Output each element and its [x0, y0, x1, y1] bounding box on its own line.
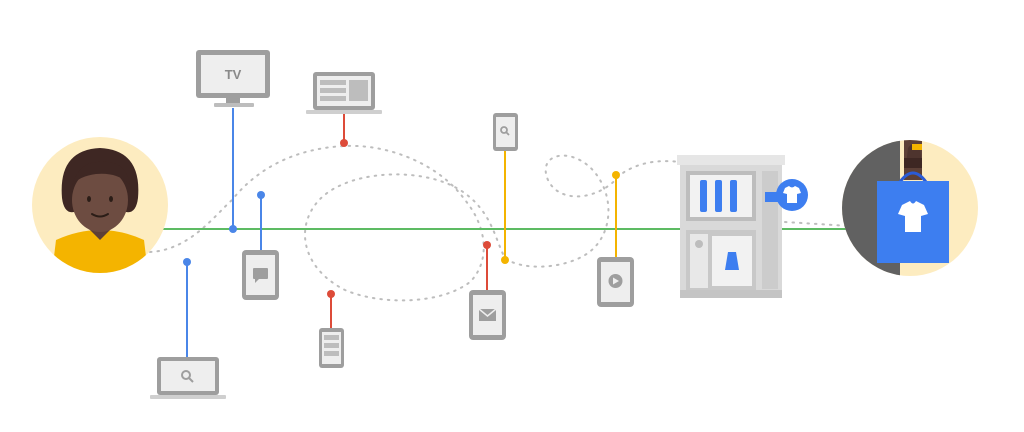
mail-icon	[478, 308, 497, 321]
search-icon	[181, 370, 194, 383]
phone-news-connector-dot	[327, 290, 335, 298]
tablet-chat-connector-dot	[257, 191, 265, 199]
tv-label: TV	[225, 67, 242, 82]
laptop-top-connector-dot	[340, 139, 348, 147]
tablet-video-device	[597, 257, 634, 307]
laptop-search-connector-dot	[183, 258, 191, 266]
tablet-mail-connector-dot	[483, 241, 491, 249]
shirt-icon	[898, 201, 928, 232]
journey-dotted-path-end	[784, 221, 851, 227]
laptop-icon	[306, 72, 382, 114]
phone-search-connector-dot	[501, 256, 509, 264]
tv-icon: TV	[196, 50, 270, 107]
play-icon	[608, 274, 623, 288]
customer-avatar	[32, 137, 168, 273]
tablet-mail-device	[469, 290, 506, 340]
store-icon	[677, 155, 808, 298]
shirt-icon	[783, 186, 801, 203]
shopping-bag-icon	[877, 171, 949, 263]
shirt-badge	[776, 179, 808, 211]
search-icon	[500, 126, 510, 136]
shopper-avatar	[842, 140, 978, 276]
tablet-chat-icon	[242, 250, 279, 300]
chat-icon	[253, 268, 268, 283]
laptop-search-device	[150, 357, 226, 399]
phone-news-device	[319, 328, 344, 368]
phone-search-device	[493, 113, 518, 151]
tablet-video-connector-dot	[612, 171, 620, 179]
tv-connector-dot	[229, 225, 237, 233]
store-mannequins	[700, 180, 737, 212]
